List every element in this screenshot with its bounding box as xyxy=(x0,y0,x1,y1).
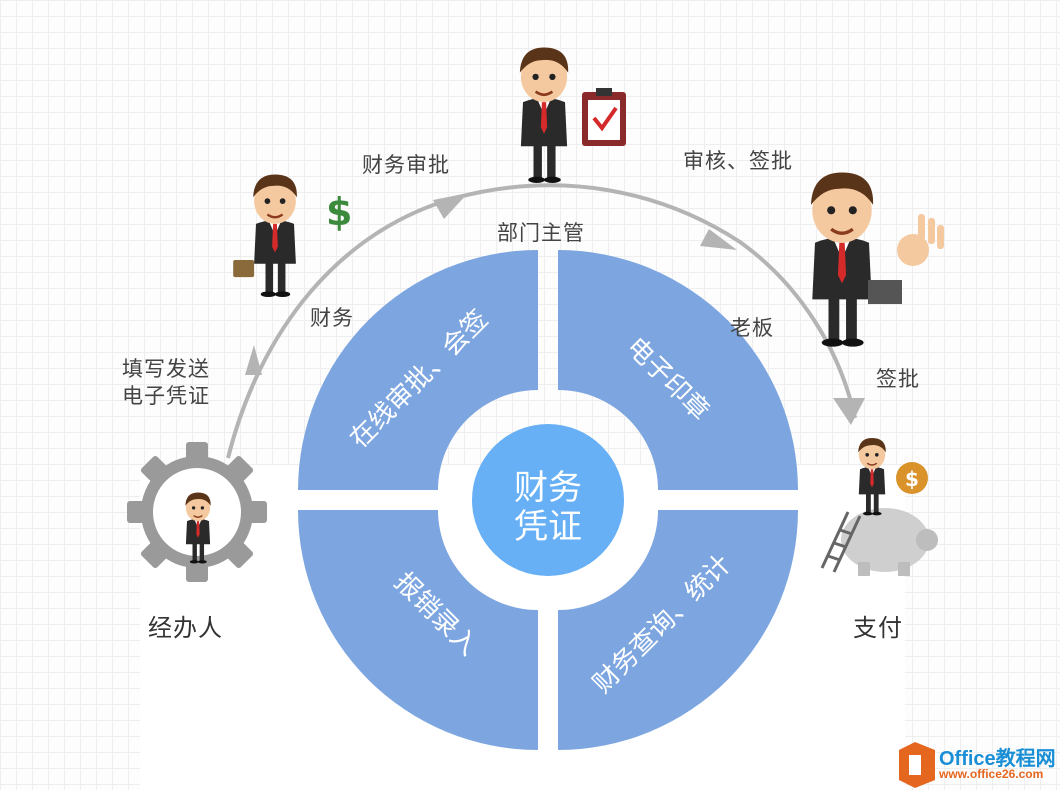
ok-hand-icon xyxy=(897,214,944,266)
dollar-icon: $ xyxy=(326,190,352,234)
label-audit-sign: 审核、签批 xyxy=(683,149,793,173)
label-sign: 签批 xyxy=(876,367,920,391)
label-fill-send-line-1: 填写发送 xyxy=(122,357,210,381)
manager-person-icon xyxy=(518,46,570,185)
brand-name: Office教程网 xyxy=(939,748,1056,770)
label-finance: 财务 xyxy=(310,306,354,330)
arrowhead-down-right xyxy=(700,229,737,250)
center-line-2: 凭证 xyxy=(514,507,582,547)
center-circle xyxy=(472,424,624,576)
label-finance-review: 财务审批 xyxy=(362,153,450,177)
ladder-icon xyxy=(820,511,862,573)
brand-watermark: Office教程网 www.office26.com xyxy=(895,740,1060,784)
quadrant-top-left xyxy=(298,250,538,490)
clipboard-icon xyxy=(582,88,626,146)
label-fill-send-line-2: 电子凭证 xyxy=(122,384,210,408)
quadrant-bottom-left xyxy=(298,510,538,750)
arrowhead-right xyxy=(433,193,468,219)
label-payment: 支付 xyxy=(853,614,903,642)
quadrant-top-right xyxy=(558,250,798,490)
label-handler: 经办人 xyxy=(148,614,223,642)
arrowhead-down xyxy=(833,398,865,425)
finance-person-icon xyxy=(233,173,299,299)
laptop-icon xyxy=(868,280,902,304)
svg-text:$: $ xyxy=(905,467,919,491)
label-boss: 老板 xyxy=(730,316,774,340)
brand-url: www.office26.com xyxy=(939,767,1044,781)
boss-person-icon xyxy=(809,170,875,349)
flow-arc xyxy=(226,183,857,459)
label-dept-manager: 部门主管 xyxy=(497,221,585,245)
center-line-1: 财务 xyxy=(514,468,582,508)
quadrant-bottom-right xyxy=(558,510,798,750)
coin-icon: $ xyxy=(896,462,928,494)
piggy-bank-icon xyxy=(841,508,938,576)
office-logo-icon xyxy=(899,742,935,788)
arrowhead-up xyxy=(245,345,262,375)
